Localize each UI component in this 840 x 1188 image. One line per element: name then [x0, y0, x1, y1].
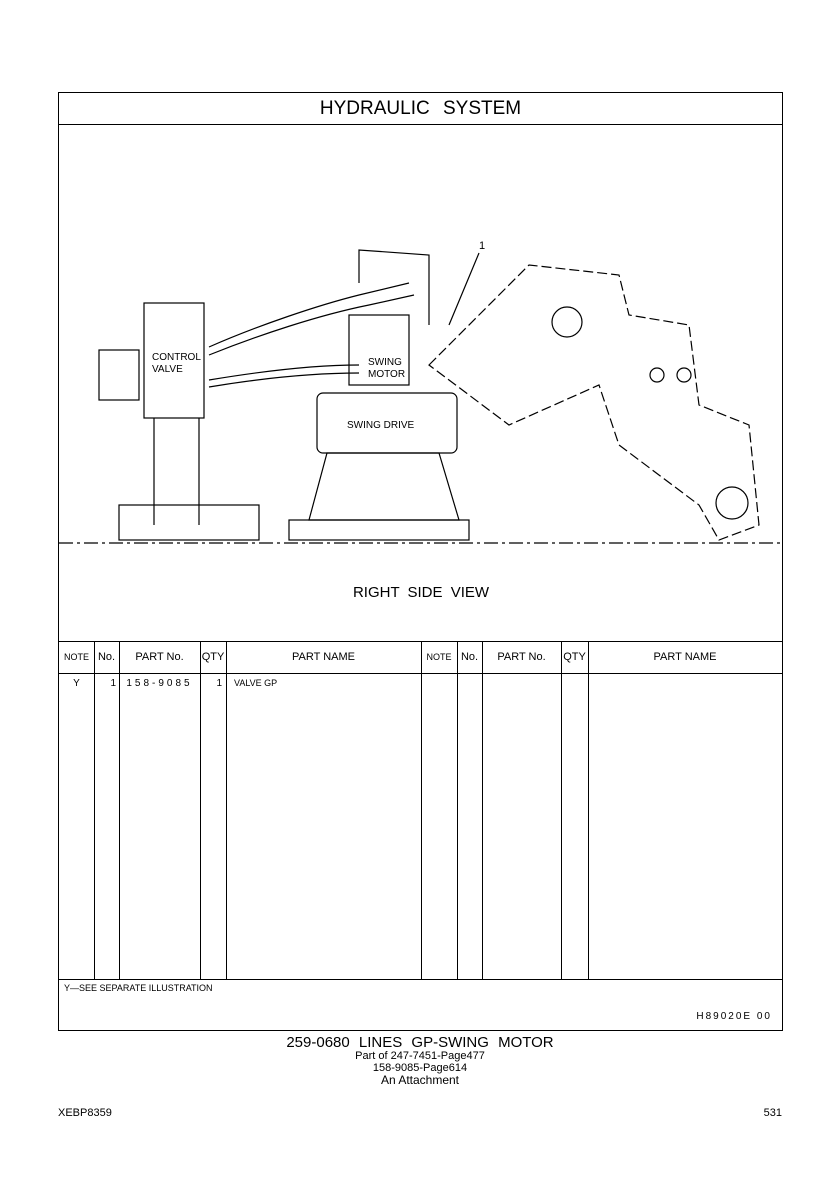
header-qty-2: QTY	[563, 651, 586, 663]
caption-line-1: Part of 247-7451-Page477	[355, 1050, 485, 1062]
header-part-name: PART NAME	[292, 651, 355, 663]
label-valve: VALVE	[152, 364, 183, 375]
page-number: 531	[763, 1107, 782, 1119]
view-label: RIGHT SIDE VIEW	[353, 584, 490, 601]
footnote: Y—SEE SEPARATE ILLUSTRATION	[64, 983, 213, 993]
header-part-no: PART No.	[135, 651, 184, 663]
row-qty: 1	[216, 678, 222, 689]
parts-frame: HYDRAULIC SYSTEM 1 CONTROL VALVE SWING M…	[58, 92, 783, 1031]
table-header	[59, 642, 782, 674]
caption-title: 259-0680 LINES GP-SWING MOTOR	[286, 1034, 554, 1051]
row-no: 1	[110, 678, 116, 689]
caption-line-2: 158-9085-Page614	[372, 1062, 468, 1074]
header-qty: QTY	[201, 651, 225, 663]
header-no: No.	[97, 651, 116, 663]
illustration: 1 CONTROL VALVE SWING MOTOR SWING DRIVE …	[59, 125, 782, 641]
label-control: CONTROL	[152, 352, 201, 363]
header-no-2: No.	[460, 651, 479, 663]
label-swing: SWING	[368, 357, 402, 368]
parts-table: NOTE No. PART No. QTY PART NAME NOTE No.…	[59, 641, 782, 980]
header-note: NOTE	[63, 652, 89, 662]
illustration-code: H89020E 00	[696, 1011, 772, 1022]
document-id: XEBP8359	[58, 1107, 112, 1119]
row-part-name: VALVE GP	[234, 678, 278, 688]
callout-number: 1	[479, 240, 485, 252]
header-part-no-2: PART No.	[497, 651, 546, 663]
label-motor: MOTOR	[368, 369, 405, 380]
row-note: Y	[73, 678, 80, 689]
row-part-no: 158-9085	[126, 678, 193, 689]
section-title: HYDRAULIC SYSTEM	[59, 93, 782, 125]
caption-line-3: An Attachment	[380, 1073, 460, 1087]
header-note-2: NOTE	[426, 652, 452, 662]
label-swing-drive: SWING DRIVE	[347, 420, 415, 431]
hydraulic-drawing: 1 CONTROL VALVE SWING MOTOR SWING DRIVE …	[59, 240, 782, 601]
header-part-name-2: PART NAME	[653, 651, 717, 663]
